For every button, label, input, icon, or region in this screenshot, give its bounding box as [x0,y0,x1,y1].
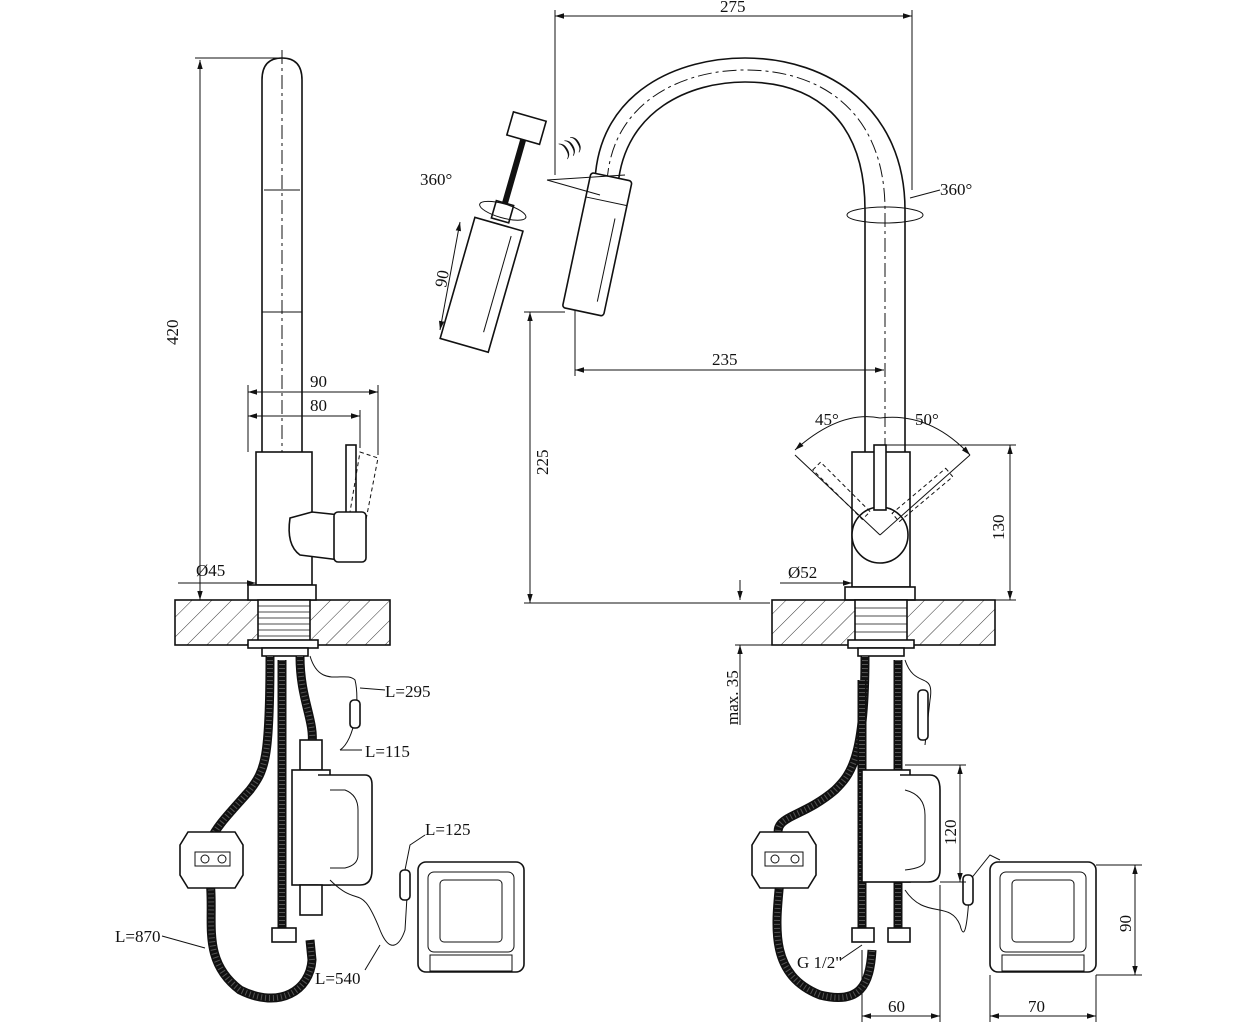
dim-height-130: 130 [989,515,1008,541]
lever-side [288,511,341,561]
angle-right-50: 50° [915,410,939,429]
dim-height-225: 225 [533,450,552,476]
dim-depth-60: 60 [888,997,905,1016]
spray-length-90: 90 [431,269,453,289]
label-hose-l125: L=125 [425,820,470,839]
dim-width-70: 70 [1028,997,1045,1016]
spout-rotation-360: 360° [940,180,972,199]
dim-width-275: 275 [720,0,746,16]
dim-valve-120: 120 [941,820,960,846]
dim-reach-90: 90 [310,372,327,391]
dim-reach-235: 235 [712,350,738,369]
dim-diameter-52: Ø52 [788,563,817,582]
lever-front [873,444,887,511]
dim-reach-80: 80 [310,396,327,415]
dim-diameter-45: Ø45 [196,561,225,580]
gooseneck-spout [594,57,906,452]
label-hose-l295: L=295 [385,682,430,701]
dim-max-35: max. 35 [723,670,742,725]
label-connection-g12: G 1/2" [797,953,842,972]
battery-box-side [179,831,244,889]
angle-left-45: 45° [815,410,839,429]
dim-height-420: 420 [163,320,182,346]
front-view: 275 ))) 360° 235 225 [524,0,1142,1022]
sensor-wave-icon: ))) [556,131,584,160]
label-hose-l540: L=540 [315,969,360,988]
label-hose-l870: L=870 [115,927,160,946]
side-view: 420 90 80 Ø45 [115,50,525,1003]
label-hose-l115: L=115 [365,742,410,761]
spray-head-detail: 360° 90 [420,110,548,354]
spray-rotation-360: 360° [420,170,452,189]
sensor-box-front [989,861,1097,973]
sensor-box-side [417,861,525,973]
battery-box-front [751,831,817,889]
dim-sensor-90: 90 [1116,915,1135,932]
